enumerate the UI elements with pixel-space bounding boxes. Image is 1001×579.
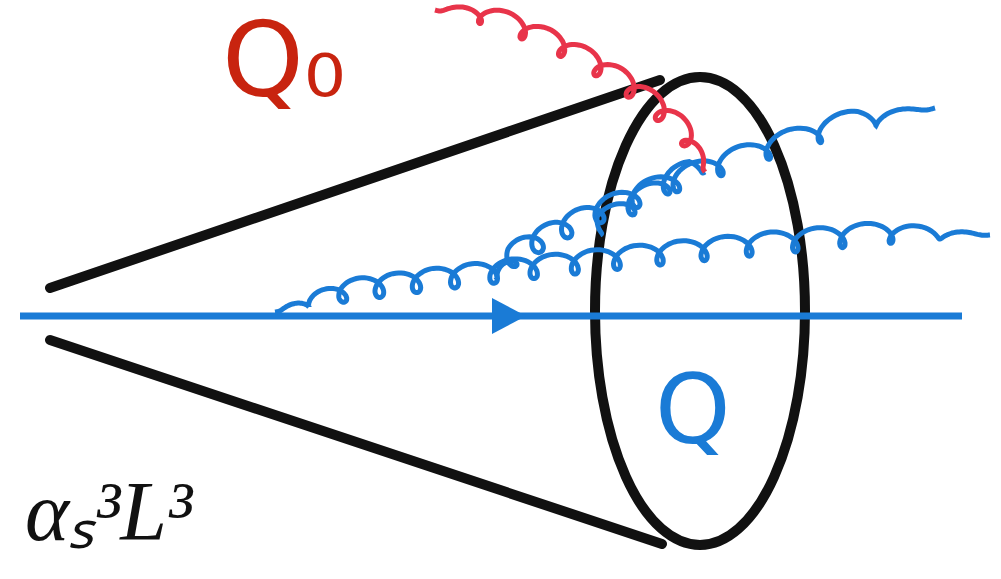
quark-arrow [492, 298, 526, 334]
soft-gluon [435, 7, 705, 172]
gluon [597, 162, 705, 235]
scale-label: Q₀ [222, 8, 346, 112]
gluon [495, 108, 935, 280]
order-label: αₛ³L³ [25, 470, 192, 554]
quark-line [20, 313, 962, 320]
scale-label: Q [655, 362, 731, 458]
gluon [275, 223, 990, 312]
